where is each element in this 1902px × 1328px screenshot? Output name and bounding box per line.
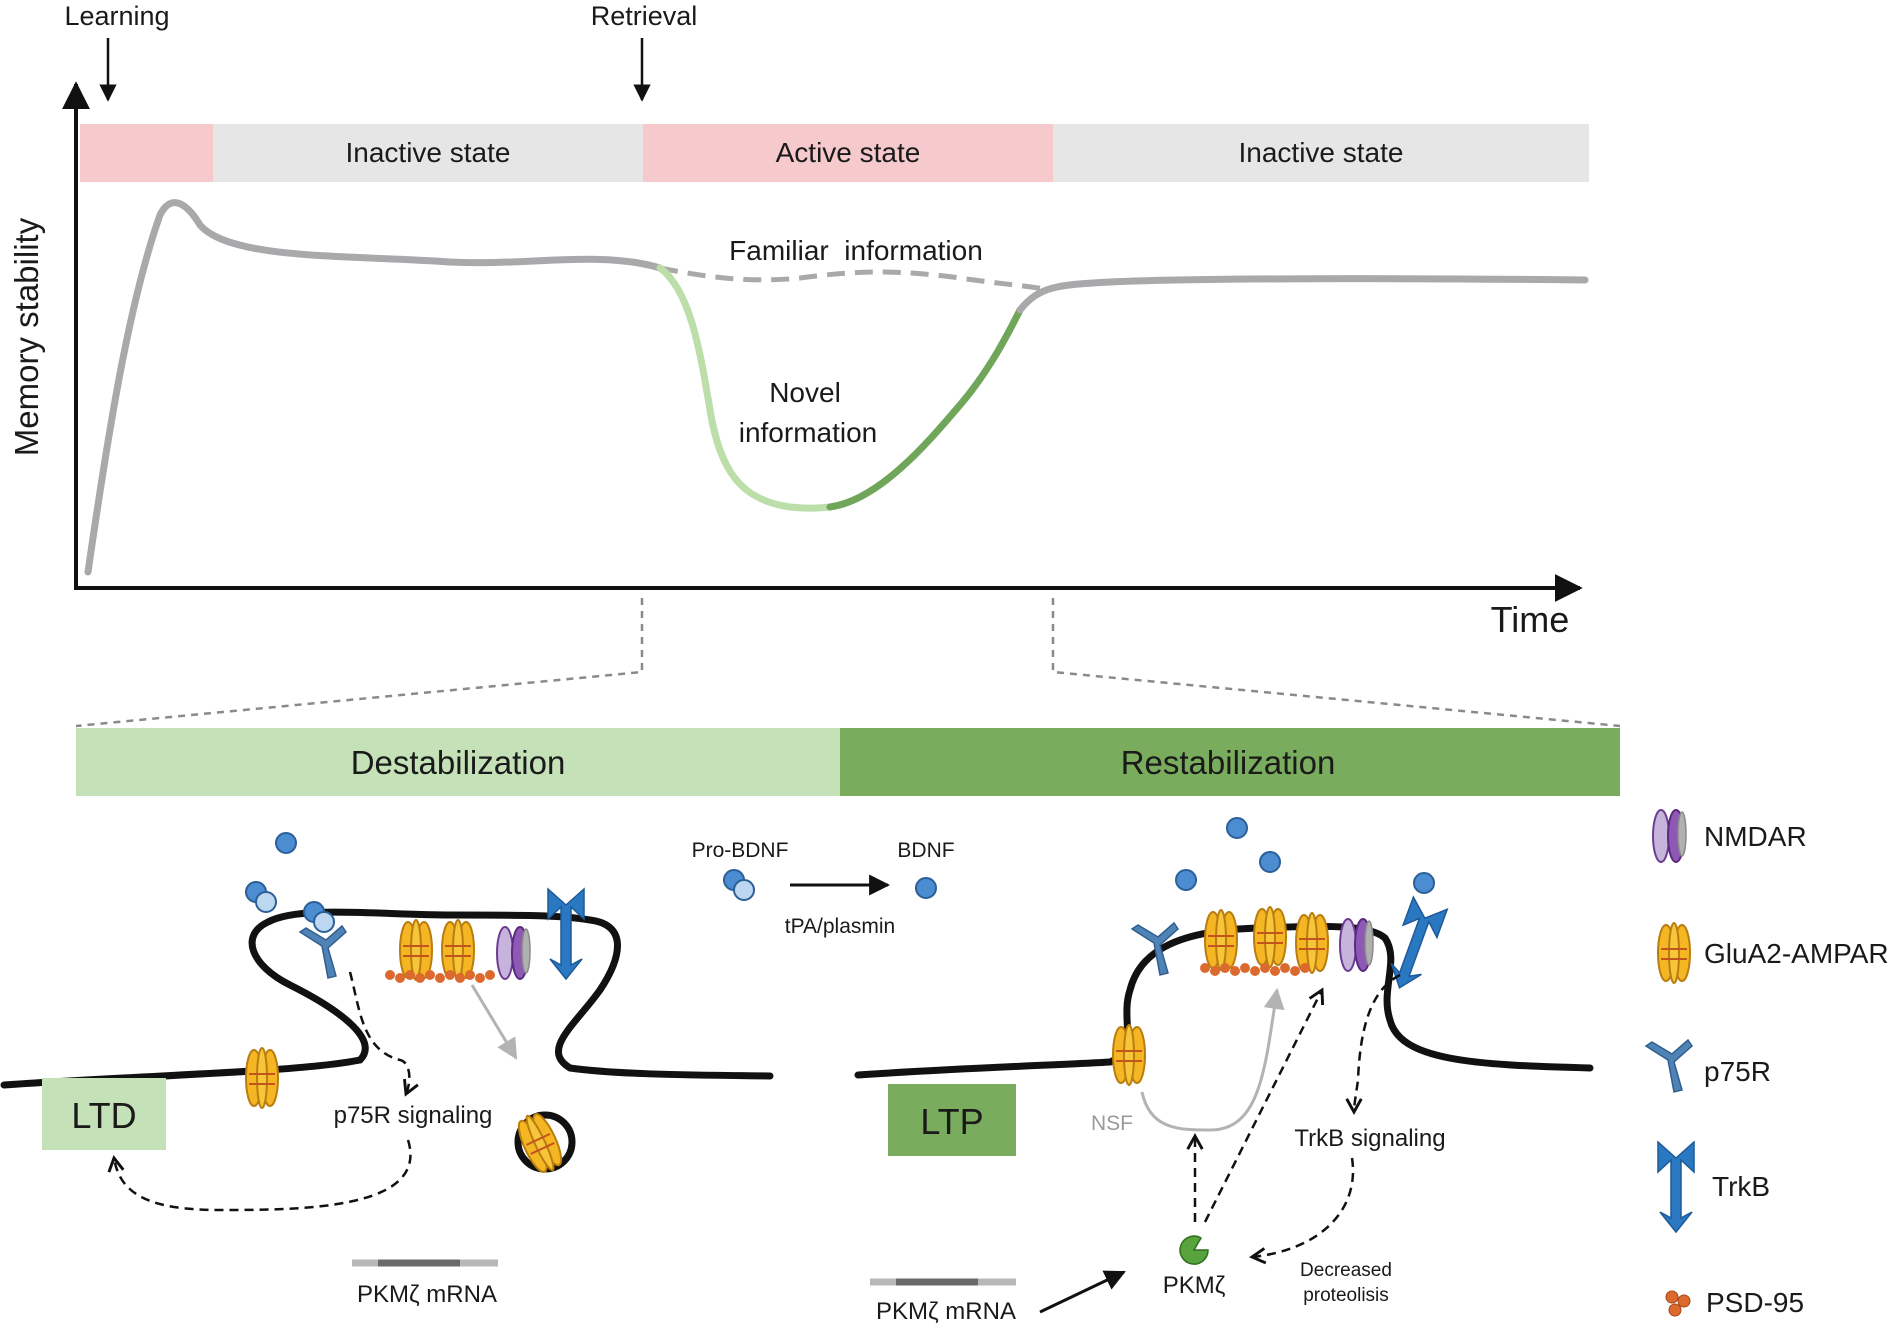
x-axis-label: Time [1491, 599, 1570, 640]
inactive-state-label-2: Inactive state [1239, 137, 1404, 168]
memory-stability-timeline: Inactive state Active state Inactive sta… [8, 1, 1621, 728]
destabilization-label: Destabilization [351, 744, 566, 781]
pro-bdnf-molecule-1 [245, 881, 277, 913]
legend-label-p75r: p75R [1704, 1056, 1771, 1087]
translation-arrow [1039, 1270, 1126, 1314]
decreased-label-line2: proteolisis [1303, 1285, 1389, 1306]
ltp-badge [888, 1084, 1016, 1156]
ltp-ampar-synaptic-2 [1253, 906, 1287, 968]
active-state-bar-initial [80, 124, 213, 182]
legend-label-nmdar: NMDAR [1704, 821, 1807, 852]
ltd-synapse-panel: p75R signaling LTD PKMζ mRNA [0, 832, 774, 1308]
phase-bars: Destabilization Restabilization [76, 728, 1620, 796]
pkmz-enzyme [1179, 1235, 1209, 1265]
familiar-information-curve [659, 265, 1051, 293]
trkb-signaling-label: TrkB signaling [1294, 1125, 1445, 1152]
inactive-state-label-1: Inactive state [346, 137, 511, 168]
ltd-pkmz-mrna-label: PKMζ mRNA [357, 1281, 497, 1308]
pro-bdnf-label: Pro-BDNF [692, 839, 789, 862]
psd95-icon [1665, 1290, 1691, 1317]
tpa-plasmin-label: tPA/plasmin [785, 915, 896, 938]
legend-label-ampar: GluA2-AMPAR [1704, 938, 1889, 969]
inactive-state-bar-2 [1053, 124, 1589, 182]
bdnf-label: BDNF [897, 839, 954, 862]
bdnf-conversion: Pro-BDNF BDNF tPA/plasmin [692, 839, 955, 938]
novel-information-label-line2: information [739, 417, 878, 448]
ampar-icon [1657, 922, 1691, 984]
decreased-label-line1: Decreased [1300, 1260, 1392, 1281]
ltp-pkmz-mrna-label: PKMζ mRNA [876, 1298, 1016, 1325]
ltd-induction-arrow [114, 1139, 412, 1212]
memory-stability-curve [84, 199, 664, 576]
trkb-signaling-arrow [1354, 973, 1401, 1112]
ltp-synapse-panel: NSF TrkB signaling Decreased proteolisis… [854, 817, 1594, 1325]
nmdar-icon [1652, 809, 1687, 863]
ampar-extrasynaptic [245, 1047, 279, 1109]
ltd-badge-label: LTD [71, 1095, 136, 1136]
p75r-icon [1645, 1039, 1693, 1093]
novel-information-label-line1: Novel [769, 377, 841, 408]
ltp-bdnf-molecule-2 [1259, 851, 1281, 873]
ltp-badge-label: LTP [920, 1101, 983, 1142]
ltp-ampar-extrasynaptic [1112, 1024, 1146, 1086]
trkb-icon [1657, 1141, 1695, 1233]
zoom-line-left [75, 598, 644, 728]
novel-information-curve-late [826, 306, 1024, 511]
restabilized-curve [1016, 275, 1589, 314]
active-state-label: Active state [776, 137, 921, 168]
pkmz-label: PKMζ [1163, 1272, 1226, 1299]
trkb-receptor [547, 888, 585, 980]
legend-item-p75r: p75R [1645, 1039, 1771, 1093]
restabilization-label: Restabilization [1121, 744, 1336, 781]
novel-information-curve-early [656, 264, 834, 512]
pro-bdnf-molecule [723, 869, 755, 901]
ltp-ampar-synaptic-1 [1204, 909, 1238, 971]
ltp-ampar-synaptic-3 [1295, 912, 1329, 974]
nmdar-synaptic [496, 926, 531, 980]
legend-item-nmdar: NMDAR [1652, 809, 1807, 863]
retrieval-marker-label: Retrieval [591, 1, 698, 31]
legend-item-psd95: PSD-95 [1665, 1287, 1804, 1318]
bdnf-mature-molecule [915, 877, 937, 899]
destabilization-bar [76, 728, 840, 796]
y-axis-label: Memory stability [8, 217, 45, 456]
ltp-nmdar-synaptic [1339, 918, 1374, 972]
familiar-information-label: Familiar information [729, 235, 983, 266]
ltp-bdnf-molecule-4 [1413, 872, 1435, 894]
ltp-bdnf-molecule-3 [1175, 869, 1197, 891]
inactive-state-bar-1 [213, 124, 643, 182]
pro-bdnf-molecule-2 [303, 901, 335, 933]
ltd-badge [42, 1078, 166, 1150]
p75r-signaling-label: p75R signaling [334, 1102, 493, 1129]
nsf-label: NSF [1091, 1112, 1133, 1135]
active-state-bar [643, 124, 1053, 182]
ltp-bdnf-molecule-1 [1226, 817, 1248, 839]
legend: NMDAR GluA2-AMPAR p75R TrkB PSD-95 [1645, 809, 1889, 1318]
bdnf-molecule [275, 832, 297, 854]
legend-label-psd95: PSD-95 [1706, 1287, 1804, 1318]
legend-item-trkb: TrkB [1657, 1141, 1770, 1233]
legend-label-trkb: TrkB [1712, 1171, 1770, 1202]
pkmz-to-synapse-arrow [1203, 990, 1322, 1223]
ampar-internalization-arrow [470, 984, 518, 1060]
p75r-receptor [299, 925, 347, 979]
decreased-proteolysis-arrow [1252, 1157, 1355, 1257]
legend-item-ampar: GluA2-AMPAR [1657, 922, 1889, 984]
psd95-cluster [385, 970, 495, 983]
ltd-membrane [0, 908, 774, 1089]
nsf-trafficking-arrow [1140, 987, 1285, 1132]
restabilization-bar [840, 728, 1620, 796]
learning-marker-label: Learning [64, 1, 169, 31]
